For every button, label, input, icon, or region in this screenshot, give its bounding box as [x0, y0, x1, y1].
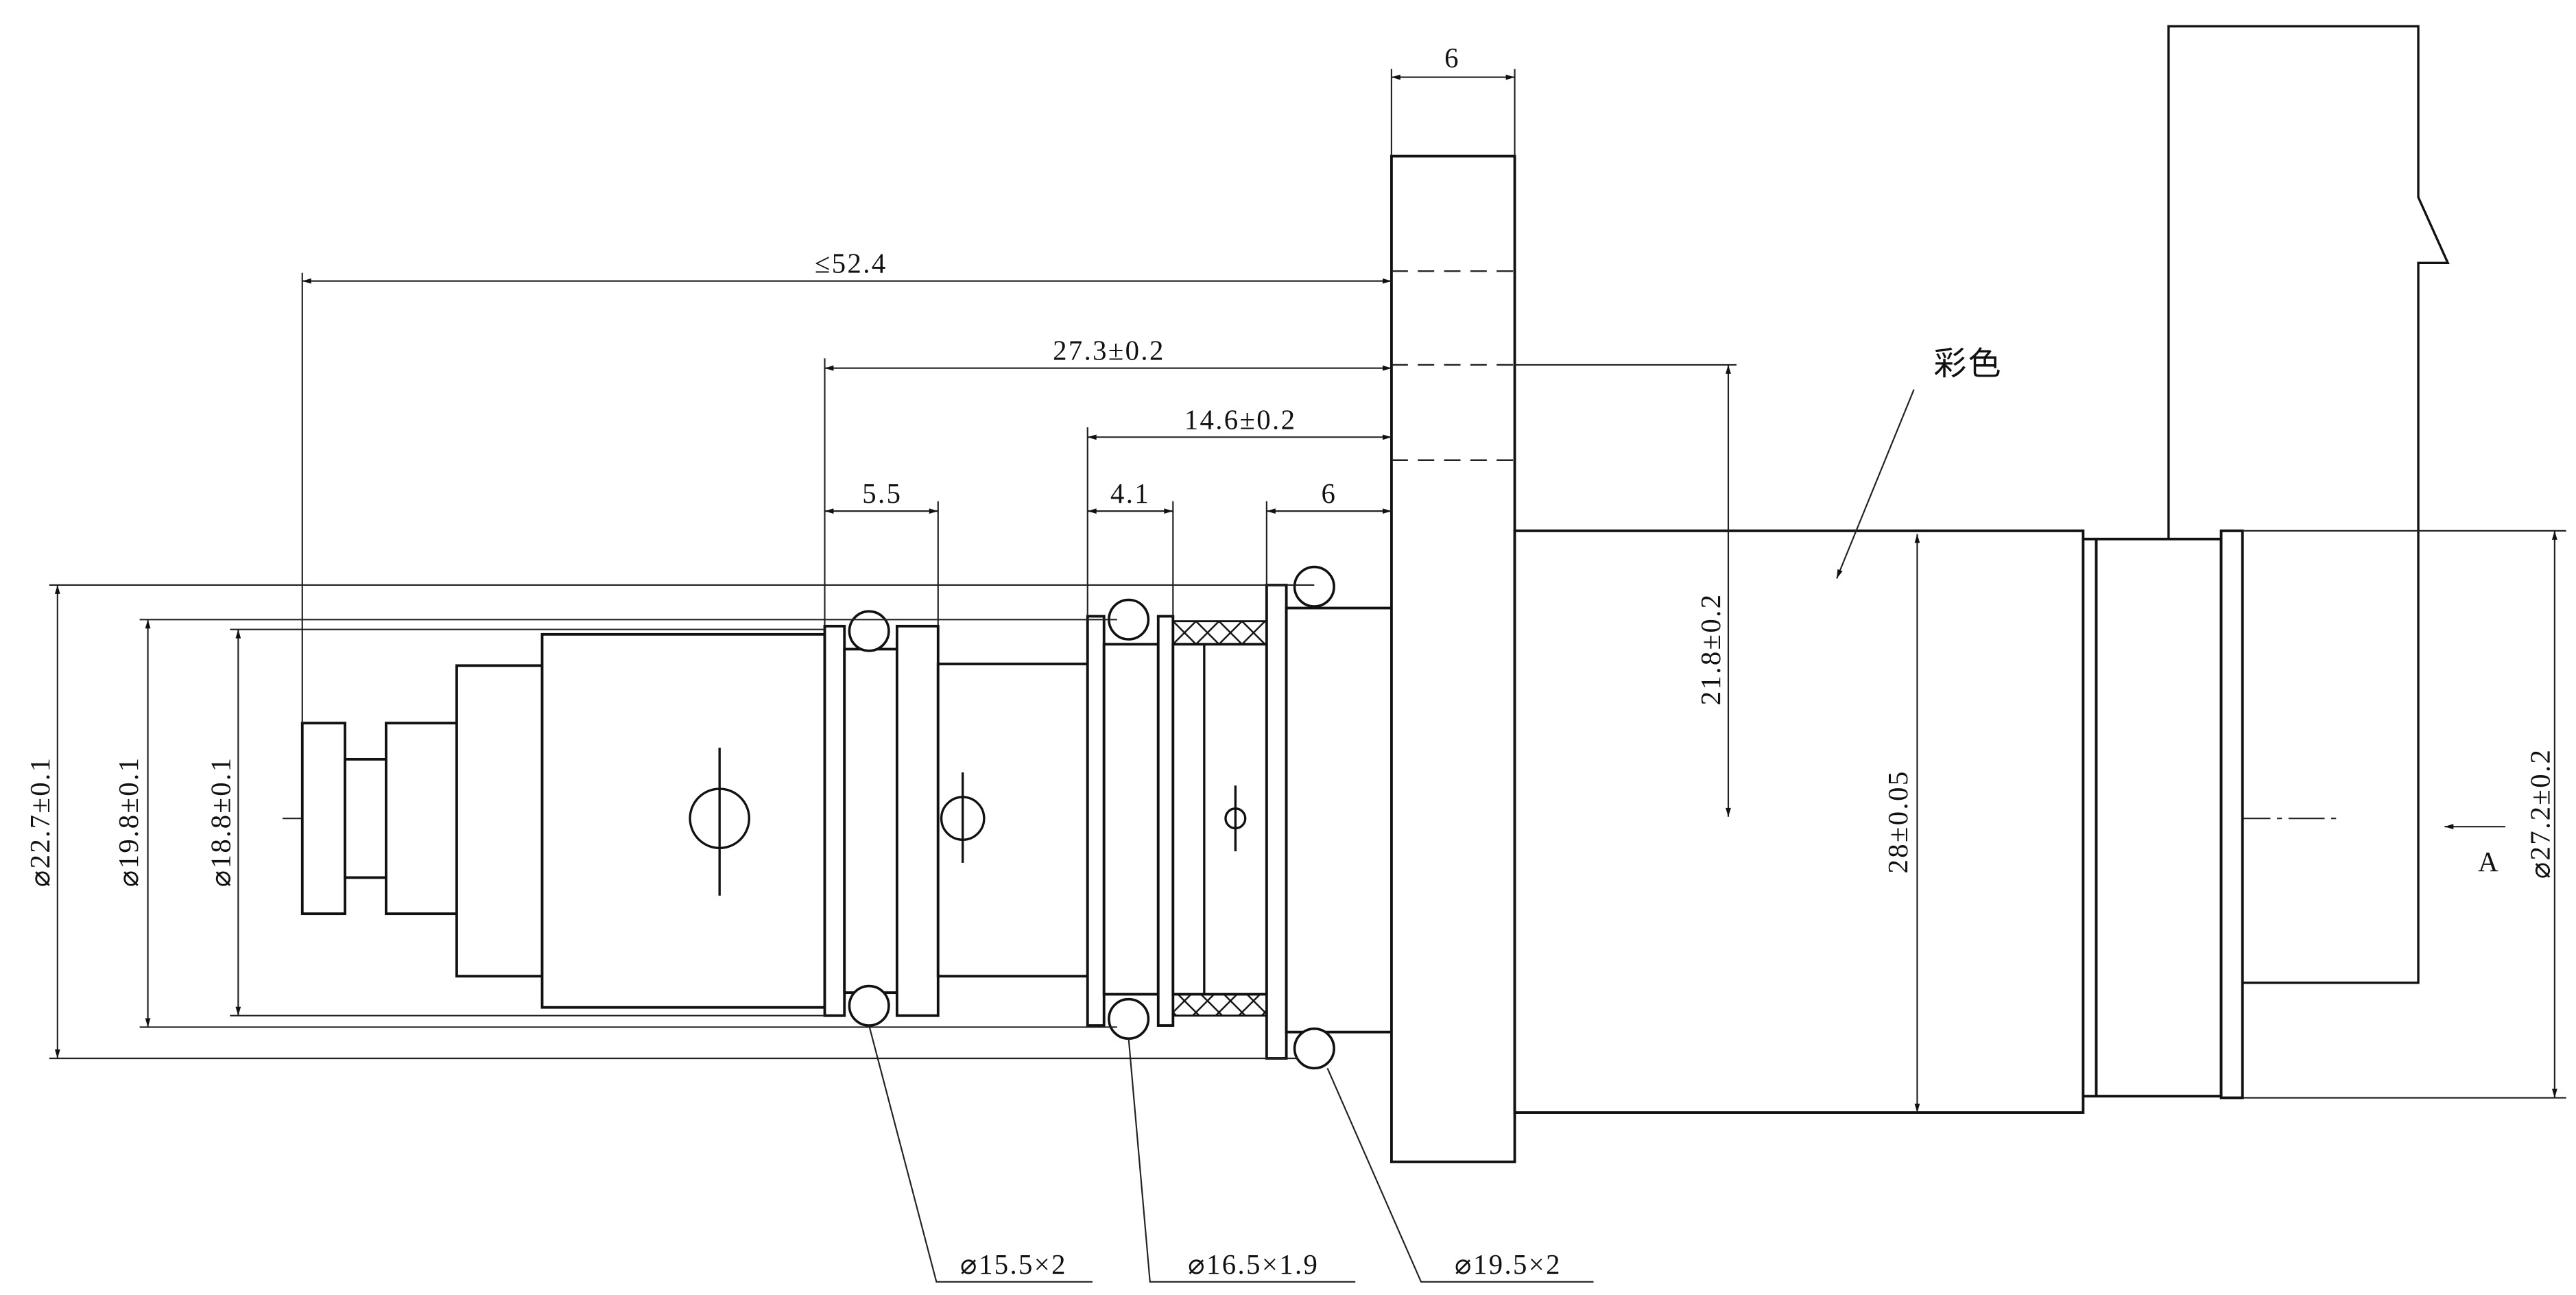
- dim-length-27: 27.3±0.2: [1053, 335, 1165, 366]
- dim-left-diameter-3: ⌀18.8±0.1: [205, 757, 236, 888]
- dim-groove-2: 4.1: [1110, 478, 1150, 509]
- dim-right-diameter: ⌀27.2±0.2: [2525, 748, 2556, 879]
- dim-flange-width: 6: [1444, 43, 1460, 73]
- color-note: 彩色: [1933, 346, 2003, 382]
- oring-label-1: ⌀15.5×2: [960, 1249, 1067, 1280]
- dim-length-14: 14.6±0.2: [1184, 404, 1297, 435]
- dim-body-diameter: 28±0.05: [1883, 770, 1913, 873]
- oring-label-3: ⌀19.5×2: [1455, 1249, 1562, 1280]
- valve-body-right: [1513, 25, 2450, 1114]
- dimension-lines: [49, 69, 2566, 1283]
- dim-groove-1: 5.5: [862, 478, 902, 509]
- view-label-a: A: [2478, 846, 2500, 877]
- dim-groove-3: 6: [1322, 478, 1337, 509]
- dim-offset-vertical: 21.8±0.2: [1695, 593, 1726, 706]
- valve-body-left: [300, 584, 1393, 1060]
- flange: [1390, 154, 1516, 1163]
- dim-left-diameter-1: ⌀22.7±0.1: [25, 757, 56, 888]
- dim-overall-length: ≤52.4: [815, 248, 887, 279]
- oring-label-2: ⌀16.5×1.9: [1188, 1249, 1319, 1280]
- o-rings: [848, 565, 1335, 1070]
- dim-left-diameter-2: ⌀19.8±0.1: [113, 757, 144, 888]
